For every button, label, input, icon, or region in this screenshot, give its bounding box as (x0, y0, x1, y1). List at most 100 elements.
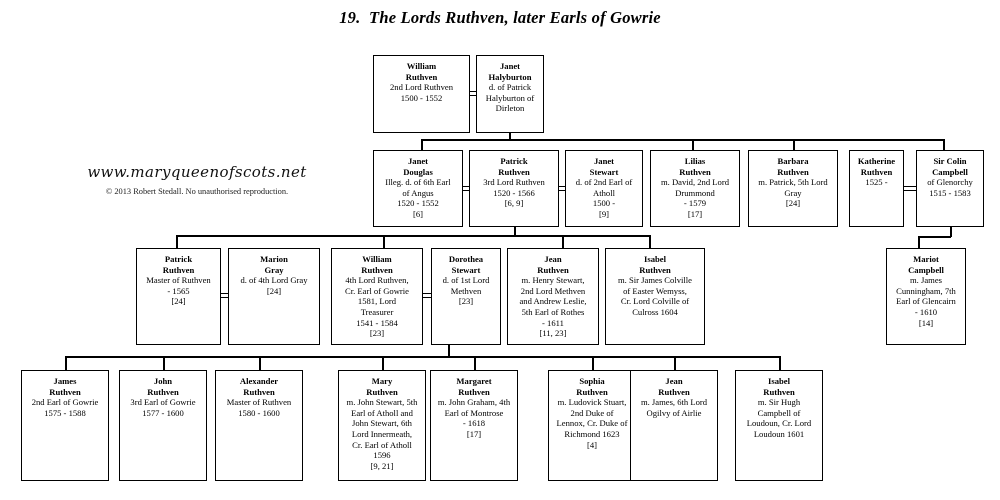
node-name: Janet Stewart (589, 156, 619, 177)
node-patrick-ruthven-master[interactable]: Patrick Ruthven Master of Ruthven - 1565… (136, 248, 221, 345)
drop-stub-james-ruthven (65, 356, 67, 370)
node-name: Isabel Ruthven (763, 376, 795, 397)
marriage-link-katherine-colin (904, 186, 916, 191)
node-name: Janet Douglas (403, 156, 433, 177)
descent-line-campbell (950, 227, 952, 237)
drop-stub-patrick-ruthven (421, 139, 423, 150)
node-details: of Glenorchy 1515 - 1583 (927, 177, 973, 198)
node-details: m. John Stewart, 5th Earl of Atholl and … (346, 397, 418, 471)
node-sophia-ruthven[interactable]: Sophia Ruthven m. Ludovick Stuart, 2nd D… (548, 370, 636, 481)
node-name: Lilias Ruthven (679, 156, 711, 177)
node-sir-colin-campbell[interactable]: Sir Colin Campbell of Glenorchy 1515 - 1… (916, 150, 984, 227)
node-name: Sophia Ruthven (576, 376, 608, 397)
node-james-ruthven-2nd-earl[interactable]: James Ruthven 2nd Earl of Gowrie 1575 - … (21, 370, 109, 481)
node-janet-halyburton[interactable]: Janet Halyburton d. of Patrick Halyburto… (476, 55, 544, 133)
node-name: Barbara Ruthven (777, 156, 809, 177)
node-dorothea-stewart[interactable]: Dorothea Stewart d. of 1st Lord Methven … (431, 248, 501, 345)
drop-stub-barbara-ruthven (793, 139, 795, 150)
node-barbara-ruthven[interactable]: Barbara Ruthven m. Patrick, 5th Lord Gra… (748, 150, 838, 227)
node-janet-stewart[interactable]: Janet Stewart d. of 2nd Earl of Atholl 1… (565, 150, 643, 227)
node-name: John Ruthven (147, 376, 179, 397)
node-patrick-ruthven-3rd-lord[interactable]: Patrick Ruthven 3rd Lord Ruthven 1520 - … (469, 150, 559, 227)
page-title: 19. The Lords Ruthven, later Earls of Go… (339, 8, 661, 27)
node-marion-gray[interactable]: Marion Gray d. of 4th Lord Gray [24] (228, 248, 320, 345)
watermark-url: www.maryqueenofscots.net (87, 163, 307, 181)
node-details: Illeg. d. of 6th Earl of Angus 1520 - 15… (385, 177, 451, 219)
drop-stub-isabel-ruthven-loudoun (779, 356, 781, 370)
drop-stub-margaret-ruthven (474, 356, 476, 370)
node-details: m. Sir James Colville of Easter Wemyss, … (618, 275, 692, 317)
node-jean-ruthven[interactable]: Jean Ruthven m. Henry Stewart, 2nd Lord … (507, 248, 599, 345)
node-name: Sir Colin Campbell (932, 156, 968, 177)
node-lilias-ruthven[interactable]: Lilias Ruthven m. David, 2nd Lord Drummo… (650, 150, 740, 227)
node-william-ruthven-4th-lord[interactable]: William Ruthven 4th Lord Ruthven, Cr. Ea… (331, 248, 423, 345)
node-details: m. Ludovick Stuart, 2nd Duke of Lennox, … (556, 397, 628, 450)
node-name: Janet Halyburton (488, 61, 532, 82)
node-isabel-ruthven-colville[interactable]: Isabel Ruthven m. Sir James Colville of … (605, 248, 705, 345)
node-details: m. Sir Hugh Campbell of Loudoun, Cr. Lor… (746, 397, 812, 439)
drop-stub-jean-ruthven (562, 235, 564, 248)
watermark-copyright: © 2013 Robert Stedall. No unauthorised r… (105, 187, 289, 196)
drop-stub-sophia-ruthven (592, 356, 594, 370)
node-william-ruthven-2nd-lord[interactable]: William Ruthven 2nd Lord Ruthven 1500 - … (373, 55, 470, 133)
node-details: d. of 2nd Earl of Atholl 1500 - [9] (575, 177, 633, 219)
node-details: d. of 1st Lord Methven [23] (442, 275, 490, 307)
drop-stub-mariot-campbell (918, 236, 920, 248)
node-john-ruthven-3rd-earl[interactable]: John Ruthven 3rd Earl of Gowrie 1577 - 1… (119, 370, 207, 481)
node-name: William Ruthven (361, 254, 393, 275)
drop-stub-katherine-ruthven (943, 139, 945, 150)
node-name: Jean Ruthven (658, 376, 690, 397)
node-details: m. Patrick, 5th Lord Gray [24] (758, 177, 828, 209)
drop-stub-lilias-ruthven (692, 139, 694, 150)
node-mary-ruthven[interactable]: Mary Ruthven m. John Stewart, 5th Earl o… (338, 370, 426, 481)
marriage-link-patrick-janet-stewart (559, 186, 565, 191)
drop-stub-john-ruthven (163, 356, 165, 370)
marriage-link-william-dorothea (423, 293, 431, 298)
node-details: Master of Ruthven 1580 - 1600 (226, 397, 292, 418)
node-details: m. James Cunningham, 7th Earl of Glencai… (896, 275, 956, 328)
node-alexander-ruthven-master[interactable]: Alexander Ruthven Master of Ruthven 1580… (215, 370, 303, 481)
node-katherine-ruthven[interactable]: Katherine Ruthven 1525 - (849, 150, 904, 227)
node-isabel-ruthven-loudoun[interactable]: Isabel Ruthven m. Sir Hugh Campbell of L… (735, 370, 823, 481)
node-name: Katherine Ruthven (857, 156, 896, 177)
node-details: m. James, 6th Lord Ogilvy of Airlie (640, 397, 708, 418)
node-name: William Ruthven (405, 61, 438, 82)
node-details: 2nd Earl of Gowrie 1575 - 1588 (31, 397, 99, 418)
drop-stub-mary-ruthven (382, 356, 384, 370)
marriage-link-william-janet (470, 91, 476, 96)
node-margaret-ruthven[interactable]: Margaret Ruthven m. John Graham, 4th Ear… (430, 370, 518, 481)
watermark: www.maryqueenofscots.net © 2013 Robert S… (72, 163, 322, 196)
node-details: Master of Ruthven - 1565 [24] (146, 275, 211, 307)
node-name: Margaret Ruthven (456, 376, 492, 397)
drop-stub-patrick-master (176, 235, 178, 248)
node-name: Patrick Ruthven (498, 156, 530, 177)
descent-bus-gen1-to-gen2 (421, 139, 943, 141)
marriage-link-patrick-marion (221, 293, 228, 298)
node-details: m. John Graham, 4th Earl of Montrose - 1… (437, 397, 511, 439)
node-details: d. of 4th Lord Gray [24] (240, 275, 308, 296)
descent-line-gen1 (509, 133, 511, 140)
descent-bus-campbell (918, 236, 951, 238)
node-details: d. of Patrick Halyburton of Dirleton (485, 82, 535, 114)
node-name: Mary Ruthven (366, 376, 398, 397)
node-details: m. David, 2nd Lord Drummond - 1579 [17] (660, 177, 730, 219)
node-name: Jean Ruthven (537, 254, 569, 275)
node-details: 2nd Lord Ruthven 1500 - 1552 (389, 82, 453, 103)
node-details: 3rd Lord Ruthven 1520 - 1566 [6, 9] (483, 177, 545, 209)
node-name: Mariot Campbell (908, 254, 944, 275)
node-jean-ruthven-ogilvy[interactable]: Jean Ruthven m. James, 6th Lord Ogilvy o… (630, 370, 718, 481)
drop-stub-alexander-ruthven (259, 356, 261, 370)
node-name: Alexander Ruthven (239, 376, 279, 397)
node-janet-douglas[interactable]: Janet Douglas Illeg. d. of 6th Earl of A… (373, 150, 463, 227)
node-name: James Ruthven (49, 376, 81, 397)
node-details: 4th Lord Ruthven, Cr. Earl of Gowrie 158… (345, 275, 409, 339)
node-name: Marion Gray (260, 254, 288, 275)
node-details: 3rd Earl of Gowrie 1577 - 1600 (130, 397, 196, 418)
drop-stub-jean-ruthven-ogilvy (674, 356, 676, 370)
descent-line-gen3-william (448, 345, 450, 357)
node-mariot-campbell[interactable]: Mariot Campbell m. James Cunningham, 7th… (886, 248, 966, 345)
node-name: Isabel Ruthven (639, 254, 671, 275)
drop-stub-william-4th-lord (383, 235, 385, 248)
node-name: Patrick Ruthven (162, 254, 195, 275)
